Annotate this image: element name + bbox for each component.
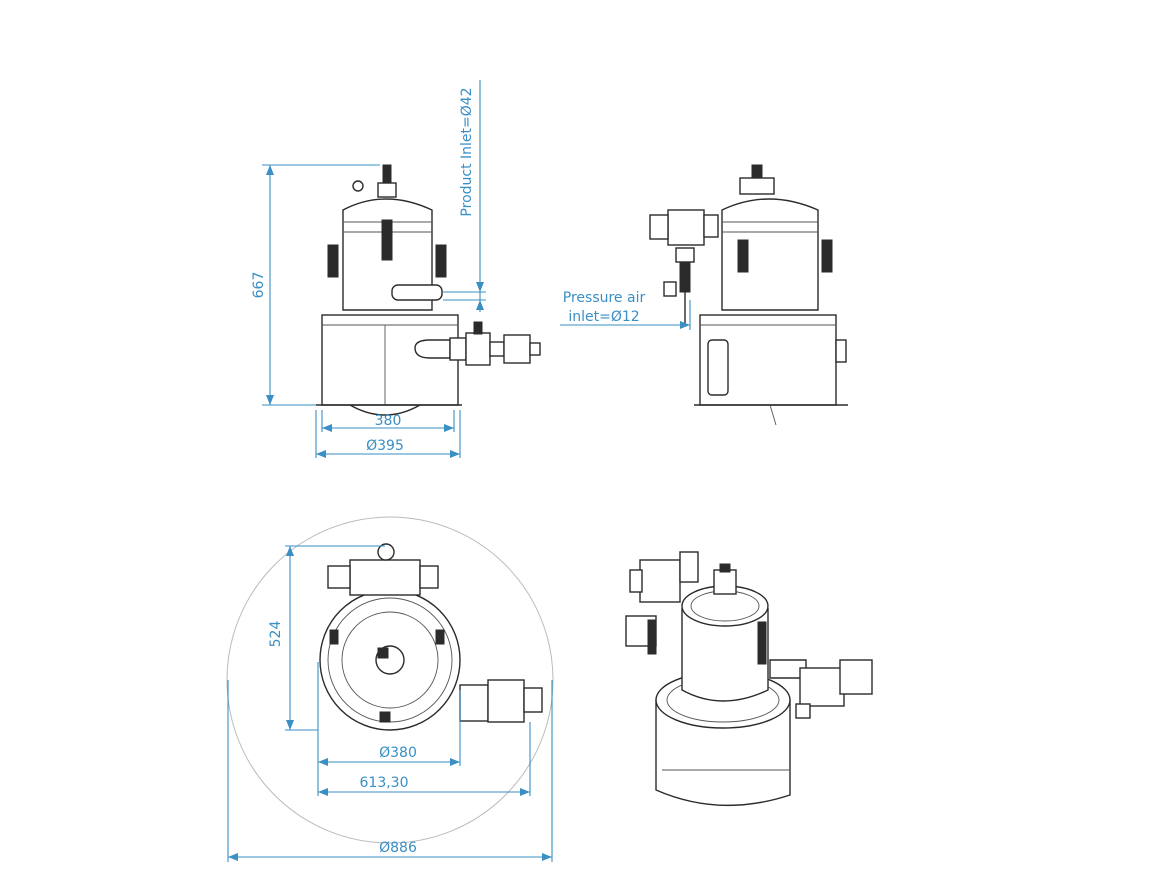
front-view	[316, 164, 541, 416]
dim-top-613: 613,30	[360, 775, 409, 791]
side-dimensions: Pressure air inlet=Ø12	[560, 290, 691, 330]
dim-pressure-air-1: Pressure air	[563, 290, 646, 306]
dim-top-380: Ø380	[379, 745, 417, 761]
isometric-view	[625, 551, 873, 807]
dim-product-inlet: Product Inlet=Ø42	[459, 87, 475, 216]
top-dimensions: 524 Ø380 613,30 Ø886	[227, 545, 553, 862]
side-view	[649, 164, 848, 426]
dim-base-diameter-395: Ø395	[366, 438, 404, 454]
top-view	[226, 516, 554, 844]
front-dimensions: 667 Product Inlet=Ø42 380 Ø395	[251, 80, 486, 458]
dim-height-667: 667	[251, 272, 267, 299]
dim-top-524: 524	[268, 621, 284, 648]
dim-pressure-air-2: inlet=Ø12	[568, 309, 639, 325]
dim-top-886: Ø886	[379, 840, 417, 856]
dim-base-380: 380	[375, 413, 402, 429]
